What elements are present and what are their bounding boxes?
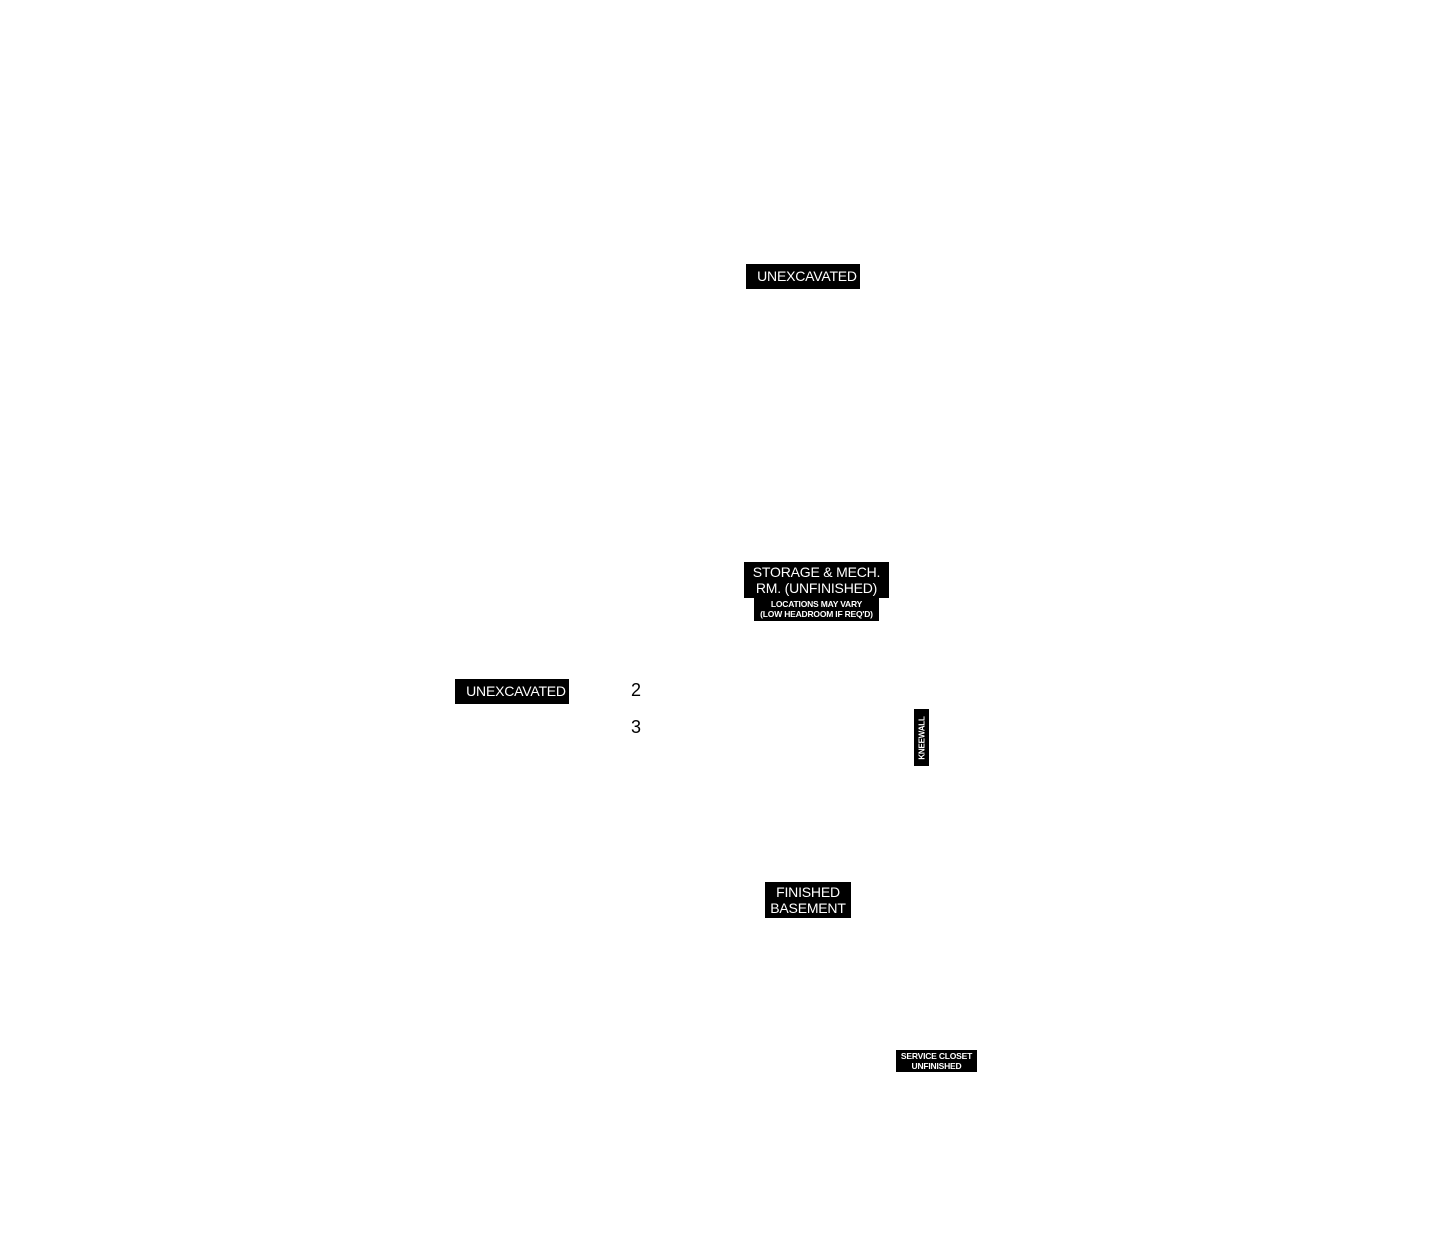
- storage-room-line-2: RM. (UNFINISHED): [755, 580, 878, 596]
- unexcavated-label-top: UNEXCAVATED: [746, 264, 860, 289]
- unexcavated-left-text: UNEXCAVATED: [466, 683, 566, 699]
- unexcavated-top-text: UNEXCAVATED: [757, 268, 857, 284]
- kneewall-text: KNEEWALL: [917, 715, 926, 760]
- service-closet-label: SERVICE CLOSET UNFINISHED: [896, 1050, 977, 1072]
- storage-note-line-2: (LOW HEADROOM IF REQ'D): [760, 608, 873, 619]
- unexcavated-label-left: UNEXCAVATED: [455, 679, 569, 704]
- stair-number-3: 3: [631, 717, 642, 737]
- kneewall-label: KNEEWALL: [914, 709, 929, 766]
- storage-note-line-1: LOCATIONS MAY VARY: [770, 599, 863, 609]
- service-closet-line-1: SERVICE CLOSET: [900, 1051, 973, 1061]
- stair-number-2: 2: [631, 680, 642, 700]
- finished-basement-line-1: FINISHED: [776, 884, 840, 900]
- storage-room-line-1: STORAGE & MECH.: [752, 564, 881, 580]
- storage-mech-room-label: STORAGE & MECH. RM. (UNFINISHED): [744, 562, 889, 598]
- storage-room-note-label: LOCATIONS MAY VARY (LOW HEADROOM IF REQ'…: [754, 598, 879, 621]
- finished-basement-label: FINISHED BASEMENT: [765, 882, 851, 918]
- service-closet-line-2: UNFINISHED: [911, 1060, 962, 1071]
- finished-basement-line-2: BASEMENT: [770, 900, 846, 916]
